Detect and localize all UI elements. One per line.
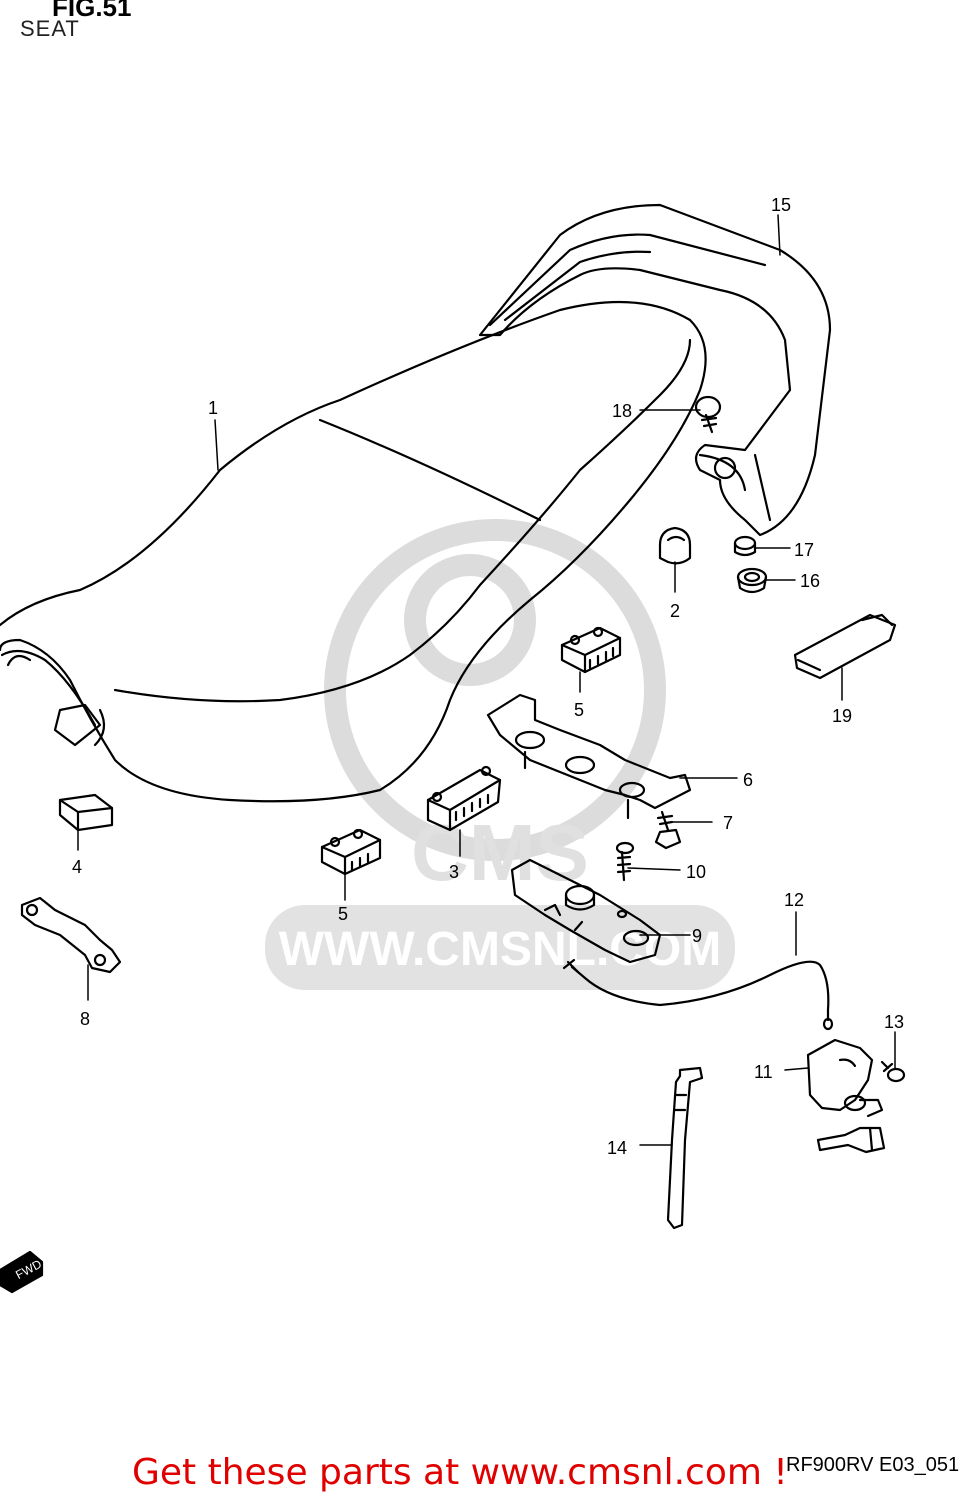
part-12-cable bbox=[562, 958, 834, 1031]
label-part-19: 19 bbox=[832, 706, 852, 726]
label-part-18: 18 bbox=[612, 401, 632, 421]
label-part-1: 1 bbox=[208, 398, 218, 418]
part-5-block-lower bbox=[320, 828, 382, 876]
watermark-banner bbox=[265, 905, 735, 990]
part-3-rubber-block bbox=[426, 765, 502, 832]
label-part-14: 14 bbox=[607, 1138, 627, 1158]
label-part-7: 7 bbox=[723, 813, 733, 833]
label-part-2: 2 bbox=[670, 601, 680, 621]
label-part-8: 8 bbox=[80, 1009, 90, 1029]
part-7-bolt bbox=[654, 810, 682, 850]
part-1-seat bbox=[0, 300, 707, 803]
label-part-9: 9 bbox=[692, 926, 702, 946]
part-17-washer bbox=[733, 535, 757, 557]
part-number-labels: 1 2 3 4 5 5 6 7 8 9 10 11 12 13 14 15 16… bbox=[72, 195, 904, 1158]
label-part-16: 16 bbox=[800, 571, 820, 591]
part-13-screw bbox=[880, 1060, 906, 1083]
cms-watermark: CMS WWW.CMSNL.COM bbox=[265, 519, 735, 990]
label-part-12: 12 bbox=[784, 890, 804, 910]
label-part-10: 10 bbox=[686, 862, 706, 882]
part-8-bracket bbox=[20, 896, 122, 974]
label-part-5-lower: 5 bbox=[338, 904, 348, 924]
watermark-brand: CMS bbox=[411, 808, 589, 897]
label-part-4: 4 bbox=[72, 857, 82, 877]
label-part-6: 6 bbox=[743, 770, 753, 790]
part-2-cushion bbox=[658, 526, 692, 565]
part-14-tie bbox=[666, 1066, 704, 1230]
part-19-strap bbox=[793, 613, 897, 680]
part-18-bolt bbox=[694, 395, 722, 434]
part-6-seat-bracket bbox=[486, 693, 692, 820]
figure-subtitle: SEAT bbox=[20, 16, 80, 41]
part-16-grommet bbox=[736, 567, 768, 594]
label-part-11: 11 bbox=[754, 1062, 773, 1082]
watermark-face bbox=[404, 554, 536, 686]
leader-lines bbox=[77, 214, 896, 1146]
part-10-screw bbox=[615, 841, 635, 882]
figure-title: FIG.51 bbox=[52, 0, 132, 22]
label-part-15: 15 bbox=[771, 195, 791, 215]
part-4-cushion-block bbox=[58, 793, 114, 832]
part-5-block-top bbox=[560, 626, 622, 674]
label-part-17: 17 bbox=[794, 540, 814, 560]
watermark-url: WWW.CMSNL.COM bbox=[279, 923, 722, 976]
label-part-13: 13 bbox=[884, 1012, 904, 1032]
part-15-tail-cowl bbox=[478, 203, 832, 537]
label-part-5-top: 5 bbox=[574, 700, 584, 720]
part-9-lock-bracket bbox=[510, 858, 662, 964]
label-part-3: 3 bbox=[449, 862, 459, 882]
model-code: RF900RV E03_051 bbox=[786, 1454, 960, 1476]
part-11-seat-lock bbox=[806, 1038, 886, 1154]
promo-link[interactable]: Get these parts at www.cmsnl.com ! bbox=[132, 1452, 788, 1493]
fwd-arrow-icon: FWD bbox=[0, 1250, 44, 1294]
